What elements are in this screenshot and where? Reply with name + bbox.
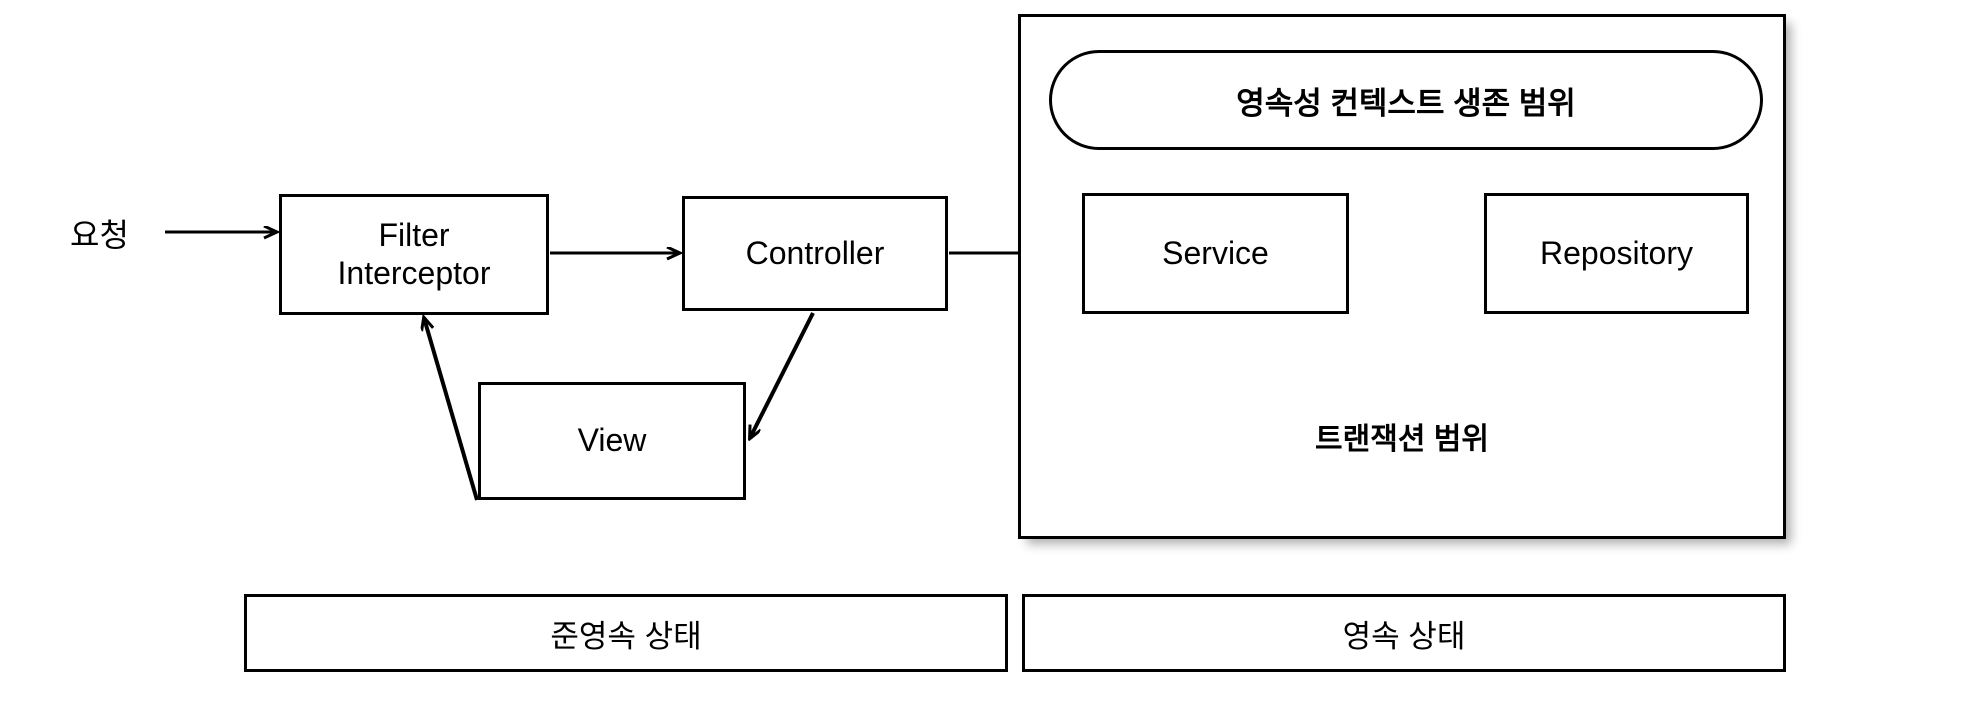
node-service[interactable]: Service: [1082, 193, 1349, 314]
node-filter-interceptor[interactable]: Filter Interceptor: [279, 194, 549, 315]
edge-view-to-filter: [424, 318, 479, 501]
request-entry-label: 요청: [70, 217, 129, 253]
node-filter-interceptor-label: Filter Interceptor: [337, 216, 491, 291]
node-repository[interactable]: Repository: [1484, 193, 1749, 314]
persistence-context-scope-pill: 영속성 컨텍스트 생존 범위: [1049, 50, 1763, 150]
persistence-context-scope-label: 영속성 컨텍스트 생존 범위: [1236, 85, 1576, 121]
transaction-scope-label: 트랜잭션 범위: [1315, 423, 1489, 456]
node-service-label: Service: [1162, 234, 1269, 271]
state-bar-detached: 준영속 상태: [244, 594, 1008, 672]
node-controller-label: Controller: [745, 234, 885, 271]
node-view[interactable]: View: [478, 382, 746, 500]
node-controller[interactable]: Controller: [682, 196, 948, 311]
state-bar-detached-label: 준영속 상태: [550, 618, 702, 654]
node-view-label: View: [577, 422, 647, 459]
edge-controller-to-view: [750, 312, 815, 438]
state-bar-managed-label: 영속 상태: [1342, 618, 1466, 654]
state-bar-managed: 영속 상태: [1022, 594, 1786, 672]
node-repository-label: Repository: [1540, 234, 1693, 271]
